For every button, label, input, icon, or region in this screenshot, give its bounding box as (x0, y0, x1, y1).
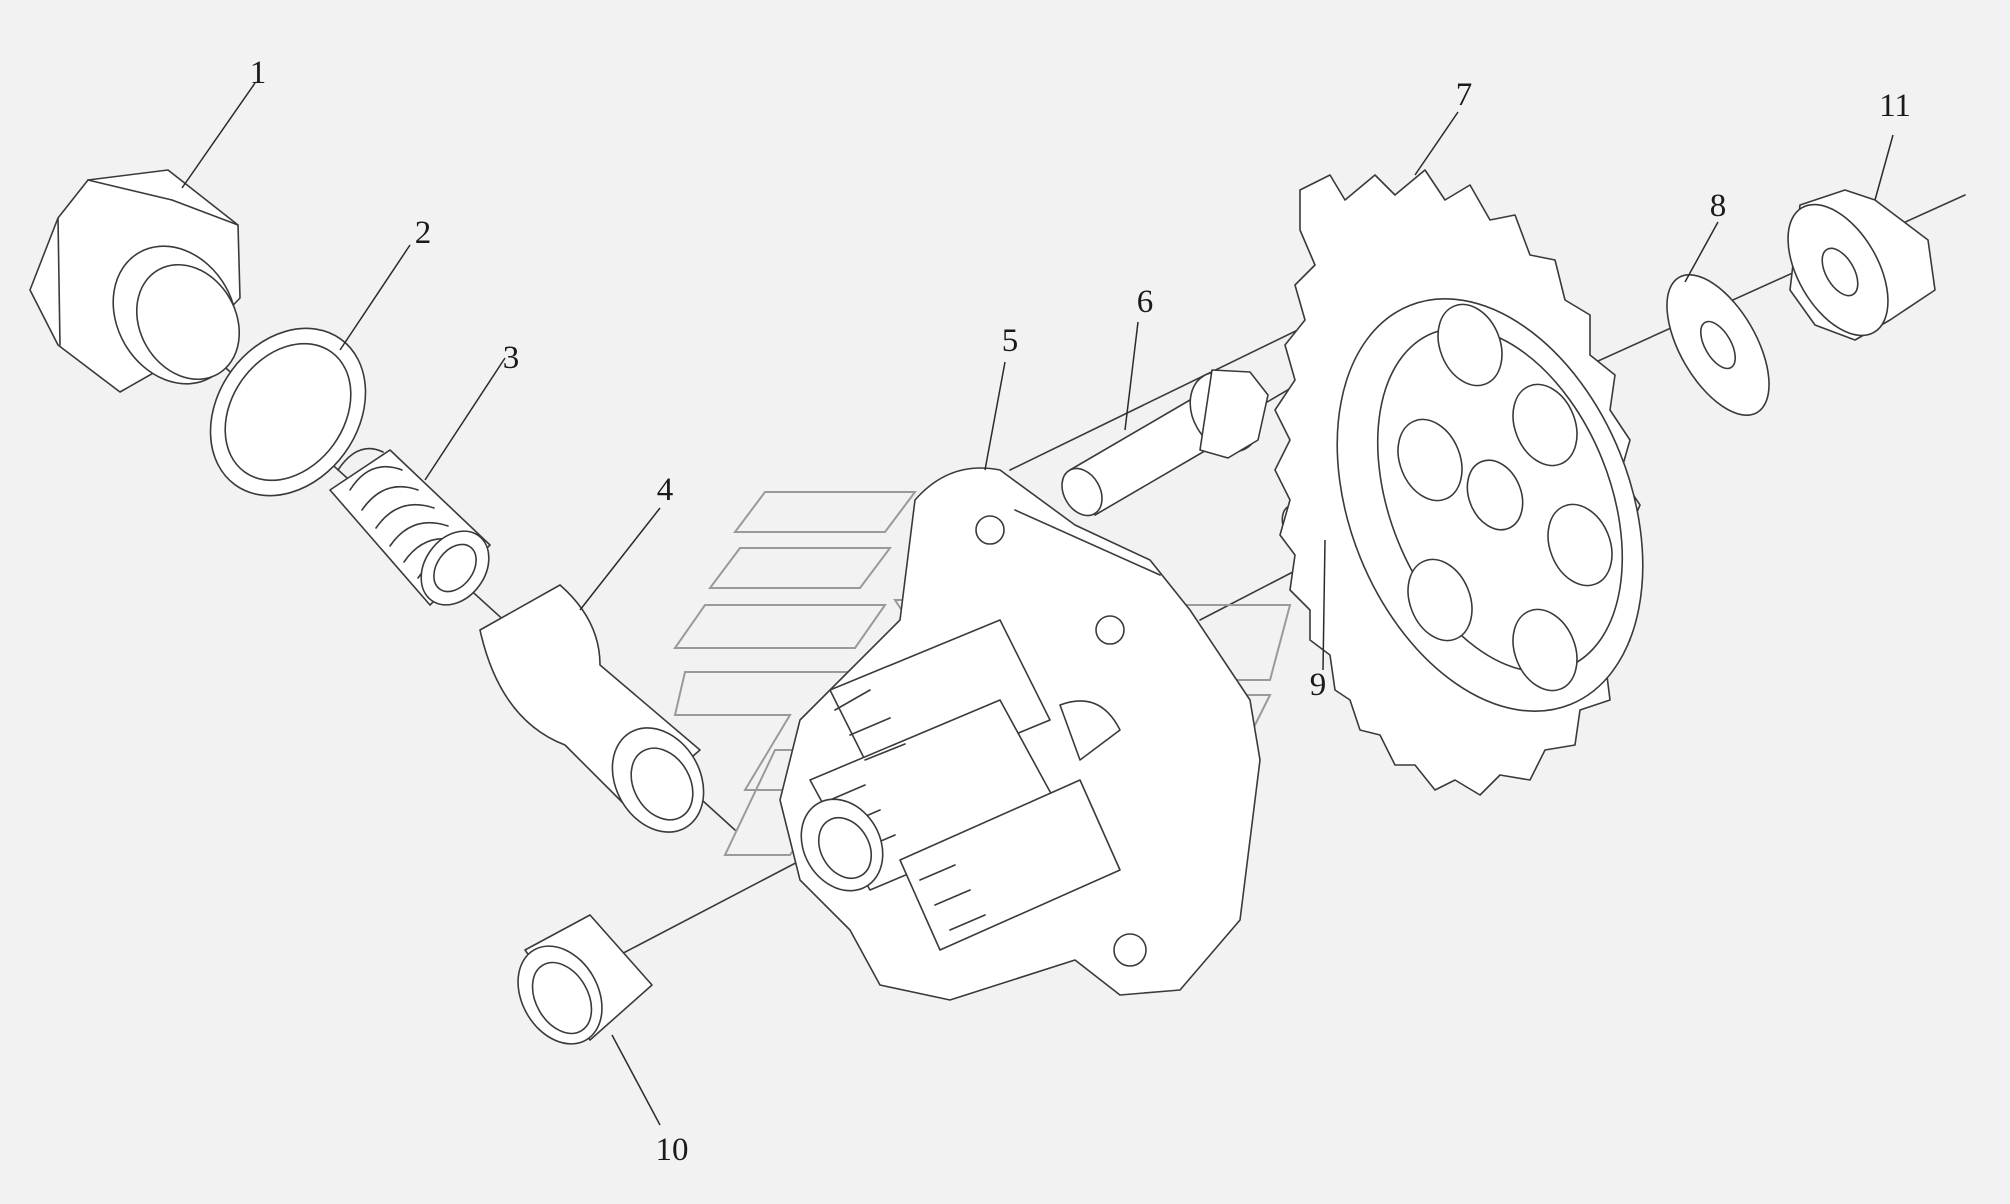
part-5-pump-housing (779, 467, 1261, 1001)
callout-7: 7 (1456, 77, 1473, 113)
part-7-drive-gear (1274, 169, 1644, 796)
part-3-spring (329, 447, 491, 606)
part-6-bolt (1061, 369, 1269, 517)
callout-2: 2 (415, 215, 432, 251)
part-2-sealing-ring (209, 327, 367, 497)
callout-1: 1 (250, 55, 267, 91)
part-1-hex-plug (29, 169, 241, 393)
part-4-valve-sleeve (479, 584, 705, 833)
callout-11: 11 (1879, 88, 1911, 124)
callout-4: 4 (657, 472, 674, 508)
leader-lines (181, 82, 1894, 1126)
part-11-flange-nut (1787, 189, 1936, 341)
callout-10: 10 (656, 1132, 689, 1168)
part-8-washer (1666, 274, 1770, 416)
callout-3: 3 (503, 340, 520, 376)
part-10-bush (517, 914, 653, 1045)
callout-numbers: 1 2 3 4 5 6 7 8 9 10 11 (250, 55, 1911, 1168)
callout-9: 9 (1310, 667, 1327, 703)
callout-6: 6 (1137, 284, 1154, 320)
callout-5: 5 (1002, 323, 1019, 359)
callout-8: 8 (1710, 188, 1727, 224)
